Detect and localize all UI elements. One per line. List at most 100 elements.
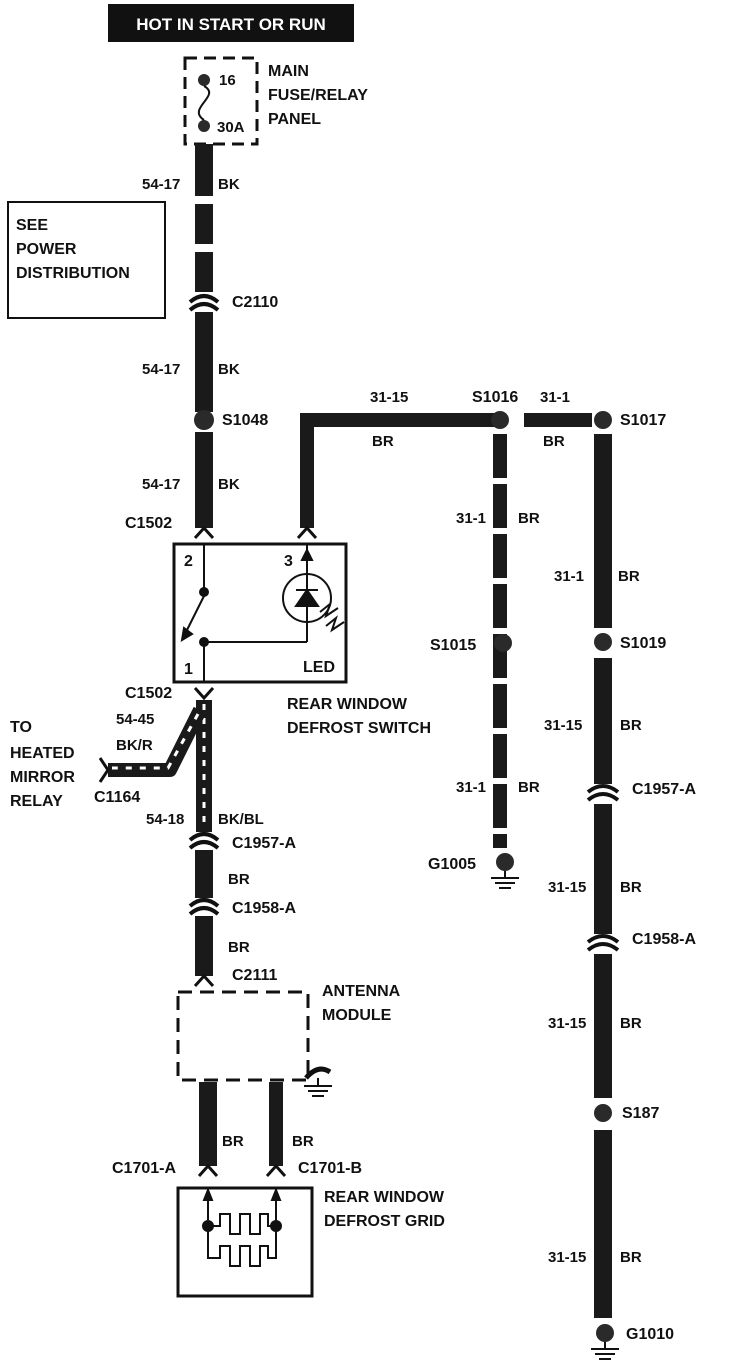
ground-g1005-icon: [491, 871, 519, 889]
splice-s1048-label: S1048: [222, 412, 268, 429]
connector-c1957a-left-label: C1957-A: [232, 835, 296, 852]
switch-contact-icon: [180, 544, 307, 682]
wire-54-45-circuit: 54-45: [116, 711, 154, 728]
grid-line-1: REAR WINDOW: [324, 1189, 445, 1206]
ground-g1005-terminal: [496, 853, 514, 871]
connector-c2111-label: C2111: [232, 967, 277, 984]
splice-s1019-label: S1019: [620, 635, 666, 652]
connector-c1701b-label: C1701-B: [298, 1160, 362, 1177]
wire-54-45-color: BK/R: [116, 737, 153, 754]
switch-name-2: DEFROST SWITCH: [287, 720, 431, 737]
splice-s1016-label: S1016: [472, 389, 518, 406]
connector-c2111-icon: [193, 973, 215, 988]
connector-c2110-label: C2110: [232, 294, 278, 311]
connector-c1502-top-pin3-icon: [296, 525, 318, 540]
wire-31-15-top-color: BR: [372, 433, 394, 450]
header-title: HOT IN START OR RUN: [136, 15, 326, 34]
wire-31-15-r2-color: BR: [620, 879, 642, 896]
splice-s1015-label: S1015: [430, 637, 476, 654]
antenna-line-1: ANTENNA: [322, 983, 401, 1000]
wire-br-2-color: BR: [228, 939, 250, 956]
connector-c1957a-right-label: C1957-A: [632, 781, 696, 798]
wire-31-1-low-circuit: 31-1: [456, 779, 486, 796]
wire-54-17-c-color: BK: [218, 476, 240, 493]
connector-c1957a-left-icon: [188, 832, 220, 842]
switch-led-label: LED: [303, 659, 335, 676]
connector-c2110-icon: [188, 294, 220, 304]
antenna-module-box: [176, 990, 310, 1082]
mirror-line-2: HEATED: [10, 745, 75, 762]
mirror-line-1: TO: [10, 719, 32, 736]
wire-54-17-c-circuit: 54-17: [142, 476, 180, 493]
fuse-panel-label-3: PANEL: [268, 111, 321, 128]
see-box-line-3: DISTRIBUTION: [16, 265, 130, 282]
connector-c1164-label: C1164: [94, 789, 140, 806]
defrost-switch-box: [172, 542, 348, 684]
connector-c1958a-right-icon: [586, 934, 620, 944]
connector-c1502-top-pin2-icon: [193, 525, 215, 540]
wire-31-15-r3-circuit: 31-15: [548, 1015, 586, 1032]
connector-c1958a-left-icon: [188, 898, 220, 908]
mirror-line-4: RELAY: [10, 793, 63, 810]
ground-g1010-label: G1010: [626, 1326, 674, 1343]
wire-31-1-low-color: BR: [518, 779, 540, 796]
connector-c1502-bottom-icon: [193, 686, 215, 701]
wire-54-17-b-color: BK: [218, 361, 240, 378]
wire-31-15-r4-circuit: 31-15: [548, 1249, 586, 1266]
ground-g1010-icon: [591, 1342, 619, 1360]
splice-s1017: [594, 411, 612, 429]
switch-pin-1: 1: [184, 661, 193, 678]
splice-s1019: [594, 633, 612, 651]
wire-31-15-r3-color: BR: [620, 1015, 642, 1032]
splice-s1017-label: S1017: [620, 412, 666, 429]
wire-54-17-a-circuit: 54-17: [142, 176, 180, 193]
antenna-line-2: MODULE: [322, 1007, 392, 1024]
wire-54-18-color: BK/BL: [218, 811, 264, 828]
wire-31-15-r2-circuit: 31-15: [548, 879, 586, 896]
fuse-panel-box: [183, 56, 259, 146]
wire-54-17-b-circuit: 54-17: [142, 361, 180, 378]
fuse-panel-label-1: MAIN: [268, 63, 309, 80]
switch-pin-3: 3: [284, 553, 293, 570]
connector-c1958a-right-label: C1958-A: [632, 931, 696, 948]
mirror-line-3: MIRROR: [10, 769, 75, 786]
wire-31-1-mid-b-color: BR: [618, 568, 640, 585]
connector-c1701a-label: C1701-A: [112, 1160, 176, 1177]
wire-31-15-top-circuit: 31-15: [370, 389, 408, 406]
connector-c1701b-icon: [265, 1163, 287, 1178]
wire-31-1-top-circuit: 31-1: [540, 389, 570, 406]
fuse-terminal-bottom: [198, 120, 210, 132]
defrost-grid-icon: [202, 1187, 282, 1267]
connector-c1957a-right-icon: [586, 784, 620, 794]
see-power-distribution-box: [7, 201, 166, 319]
wire-31-1-mid-b-circuit: 31-1: [554, 568, 584, 585]
splice-s187: [594, 1104, 612, 1122]
wire-31-1-mid-a-color: BR: [518, 510, 540, 527]
fuse-terminal-top: [198, 74, 210, 86]
fuse-rating: 30A: [217, 119, 245, 136]
wire-31-15-r1-color: BR: [620, 717, 642, 734]
splice-s187-label: S187: [622, 1105, 659, 1122]
connector-c1958a-left-label: C1958-A: [232, 900, 296, 917]
wire-br-4-color: BR: [292, 1133, 314, 1150]
grid-line-2: DEFROST GRID: [324, 1213, 445, 1230]
wire-31-15-r4-color: BR: [620, 1249, 642, 1266]
defrost-grid-box: [176, 1186, 314, 1298]
connector-c1164-icon: [98, 757, 110, 783]
wire-br-3-color: BR: [222, 1133, 244, 1150]
see-box-line-2: POWER: [16, 241, 77, 258]
splice-s1048: [194, 410, 214, 430]
fuse-panel-label-2: FUSE/RELAY: [268, 87, 368, 104]
wire-54-17-a-color: BK: [218, 176, 240, 193]
wire-31-15-r1-circuit: 31-15: [544, 717, 582, 734]
splice-s1015: [494, 634, 512, 652]
header-banner: [108, 4, 354, 42]
wire-31-1-mid-a-circuit: 31-1: [456, 510, 486, 527]
wire-54-18-circuit: 54-18: [146, 811, 184, 828]
connector-c1502-bottom-label: C1502: [125, 685, 172, 702]
splice-s1016: [491, 411, 509, 429]
wire-br-1-color: BR: [228, 871, 250, 888]
connector-c1502-top-label: C1502: [125, 515, 172, 532]
switch-pin-2: 2: [184, 553, 193, 570]
